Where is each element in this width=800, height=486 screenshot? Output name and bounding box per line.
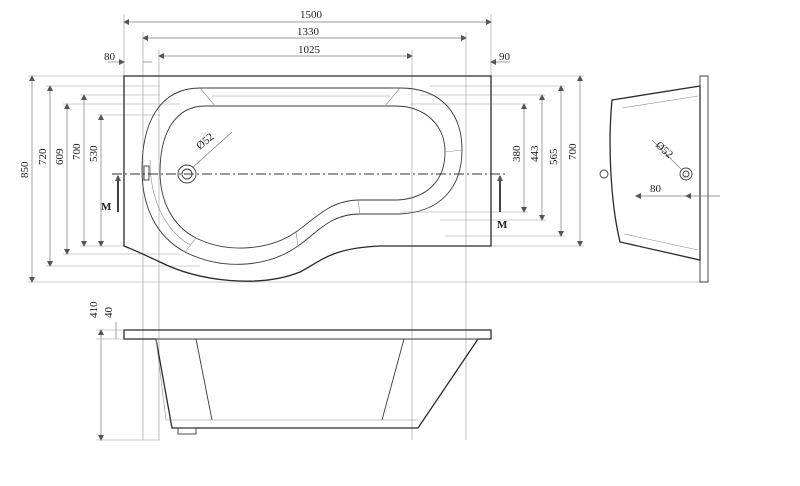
tub-contour-lines xyxy=(149,95,390,246)
dim-label-850: 850 xyxy=(19,161,31,178)
dim-label-1500: 1500 xyxy=(300,9,323,21)
left-dimensions: 850 720 609 700 530 xyxy=(19,75,700,283)
end-view-dim-label-80: 80 xyxy=(650,183,662,195)
top-dimensions: 1500 1330 1025 80 90 xyxy=(104,9,511,440)
dim-label-609: 609 xyxy=(54,148,66,165)
tub-edge-lines xyxy=(184,87,463,253)
dim-label-700-left: 700 xyxy=(71,143,83,160)
section-markers: M M xyxy=(101,175,508,231)
end-view-knob xyxy=(599,169,609,179)
right-dimensions: 380 443 565 700 xyxy=(400,75,584,247)
section-label-left: M xyxy=(101,201,112,213)
waste-outlet-inner xyxy=(181,168,193,180)
end-view-waste-inner xyxy=(682,170,690,178)
tub-basin-outer xyxy=(141,87,463,265)
dim-label-565: 565 xyxy=(548,148,560,165)
dim-label-530: 530 xyxy=(88,145,100,162)
elevation-outline xyxy=(123,329,492,429)
waste-outlet-outer xyxy=(177,164,197,184)
elevation-foot xyxy=(177,427,197,435)
waste-leader-line xyxy=(191,131,233,169)
dim-label-380: 380 xyxy=(511,145,523,162)
bathtub-end-view: Ø52 80 xyxy=(599,75,720,283)
elevation-panel-lines xyxy=(195,338,405,421)
overflow-marker xyxy=(143,165,150,181)
end-view-waste-leader xyxy=(651,139,683,171)
dim-label-1330: 1330 xyxy=(297,26,320,38)
dim-label-443: 443 xyxy=(529,145,541,162)
end-view-diameter-label: Ø52 xyxy=(653,139,675,161)
bathtub-plan-view: Ø52 xyxy=(112,75,508,282)
dim-label-410: 410 xyxy=(88,301,100,318)
dim-label-720: 720 xyxy=(37,148,49,165)
dim-label-40: 40 xyxy=(103,307,115,319)
end-view-waste xyxy=(679,167,693,181)
elevation-inner-contour xyxy=(155,338,418,421)
tub-outer-rim xyxy=(123,75,492,282)
dim-label-90: 90 xyxy=(499,51,511,63)
end-view-rim xyxy=(699,75,709,283)
dim-label-80: 80 xyxy=(104,51,116,63)
end-view-outer xyxy=(609,85,701,261)
end-view-contours xyxy=(621,95,699,251)
dim-label-700-right: 700 xyxy=(567,143,579,160)
bathtub-elevation-view: 410 40 xyxy=(88,301,492,441)
tub-basin-floor xyxy=(159,105,446,249)
section-label-right: M xyxy=(497,219,508,231)
dim-label-1025: 1025 xyxy=(298,44,321,56)
